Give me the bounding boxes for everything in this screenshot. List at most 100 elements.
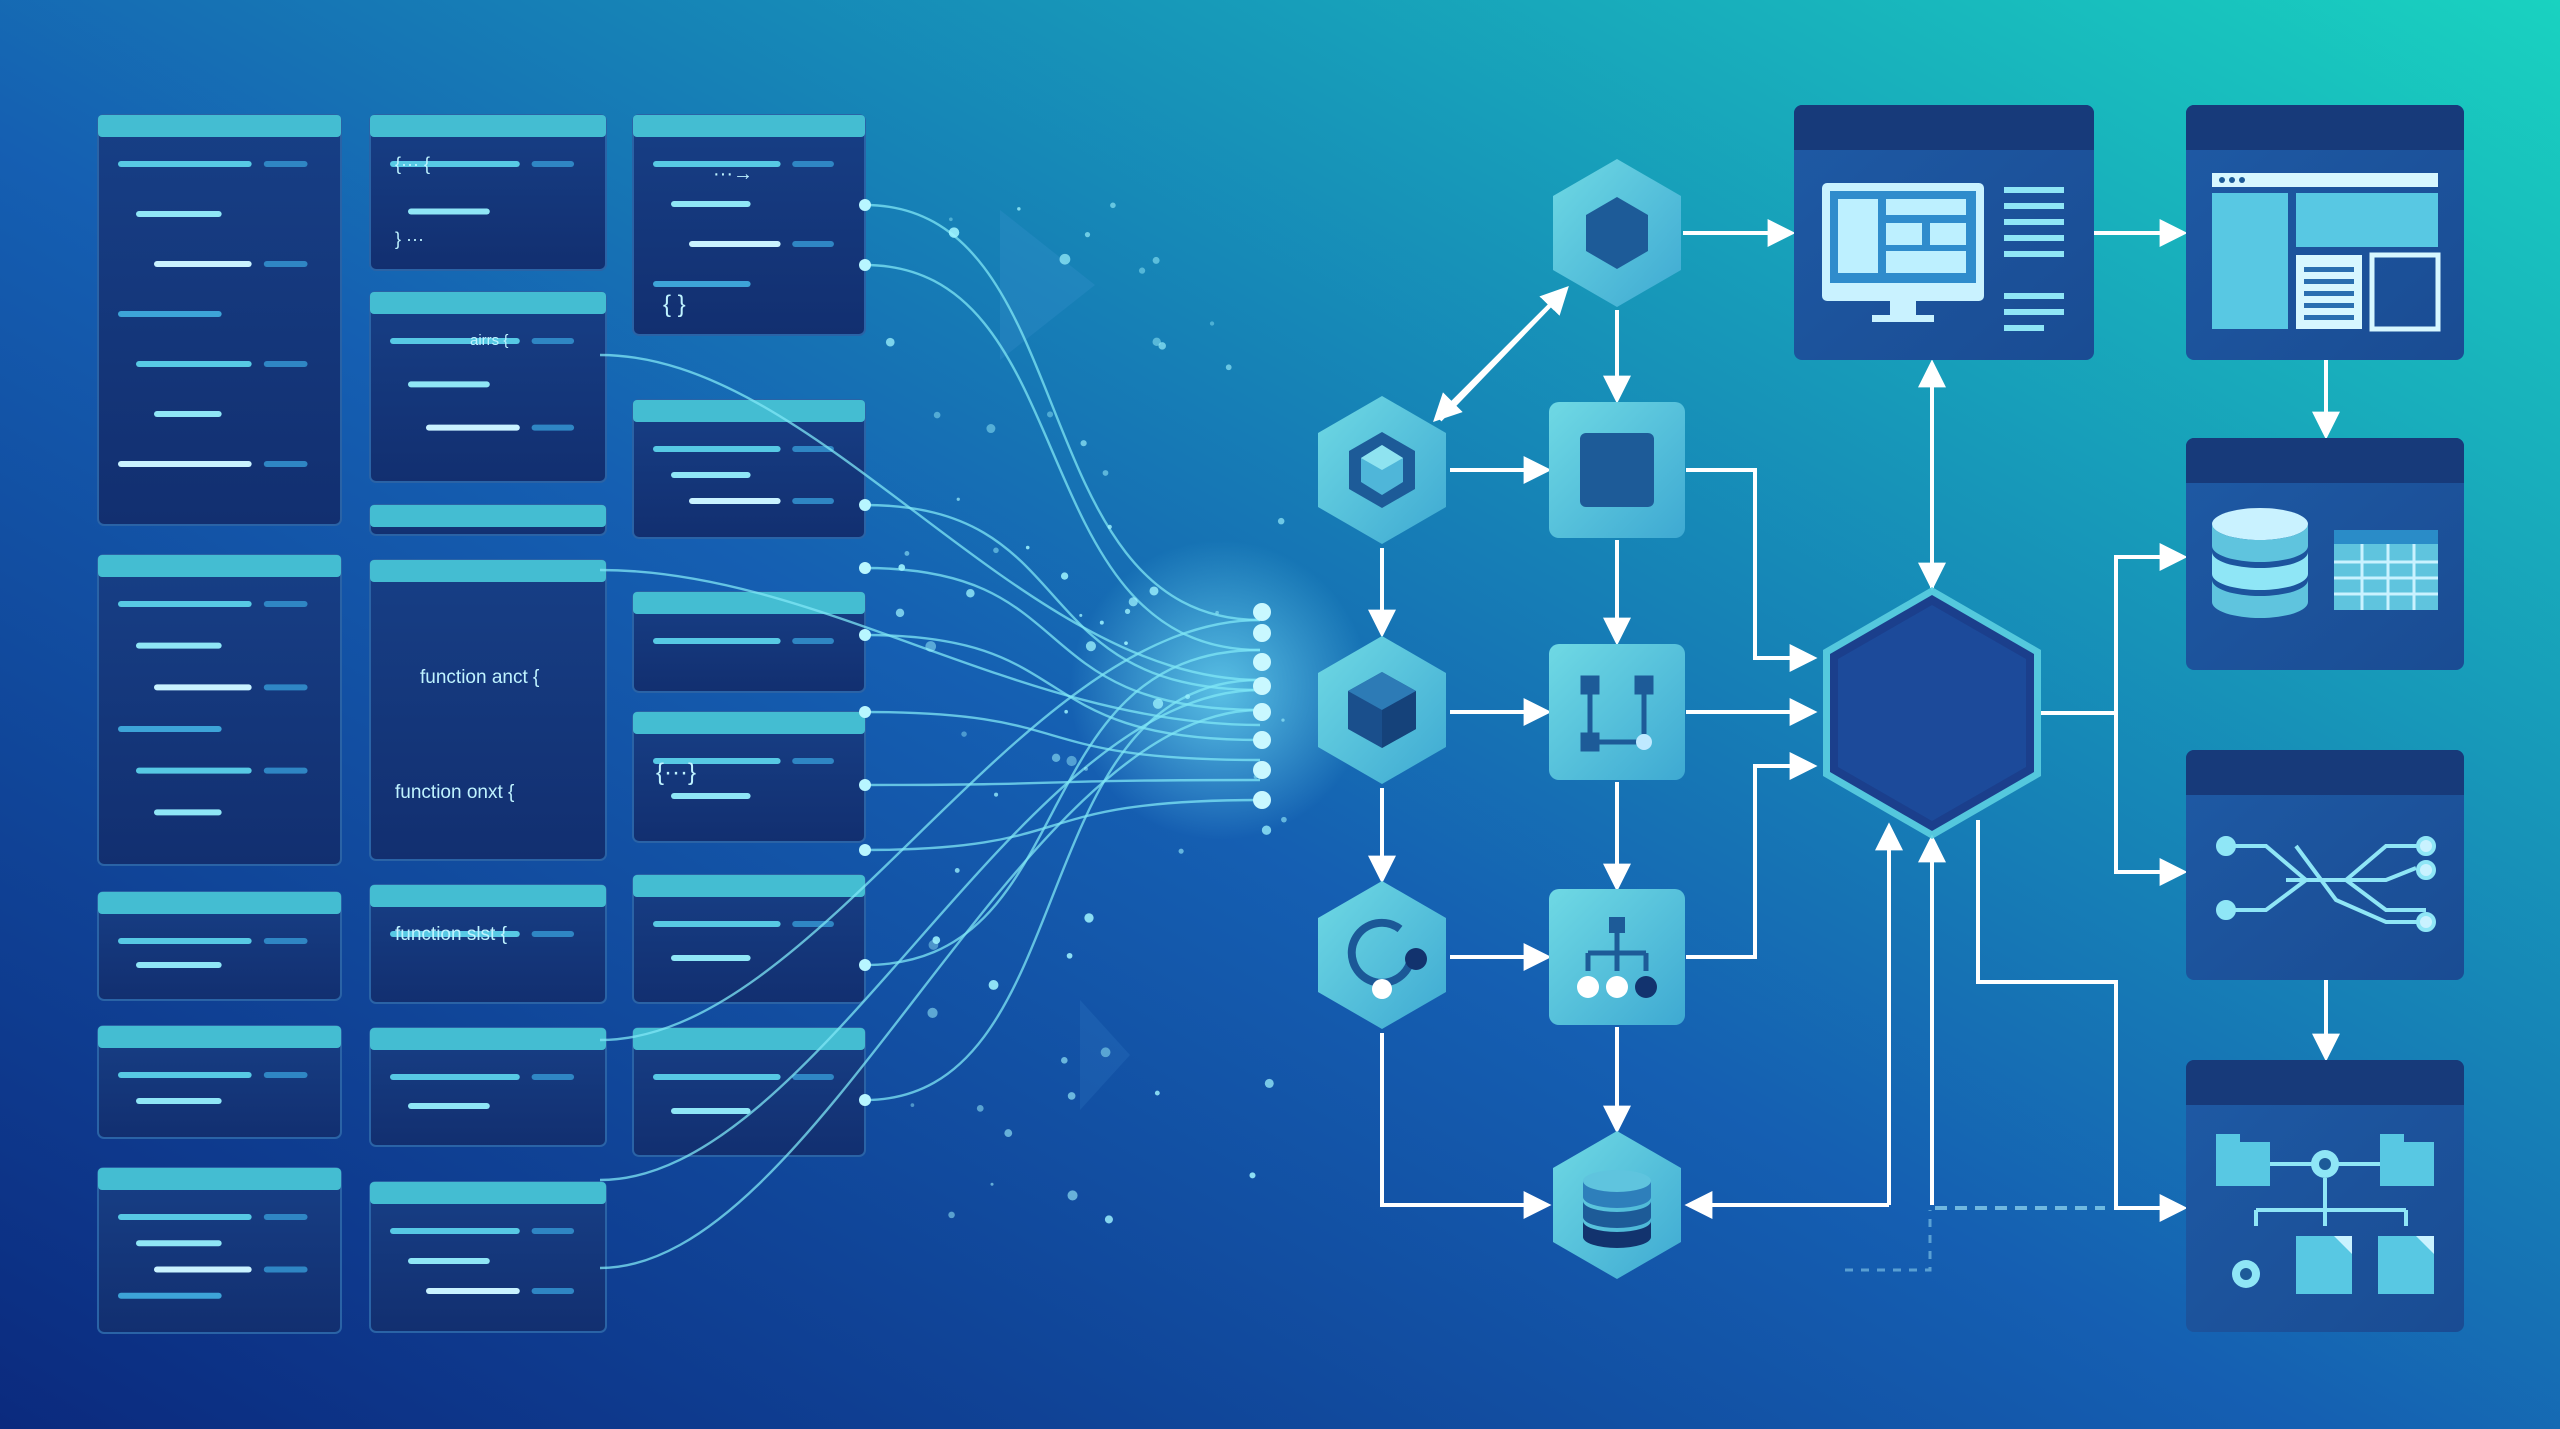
flow-end-dot <box>1253 677 1271 695</box>
code-line <box>792 638 834 644</box>
particle <box>904 551 910 556</box>
flow-start-dot <box>859 562 871 574</box>
code-line <box>671 955 751 961</box>
central-hub[interactable] <box>1823 587 2041 839</box>
flow-line <box>864 648 1261 967</box>
flow-line <box>864 633 1261 742</box>
flow-end-dot <box>1253 791 1271 809</box>
code-line <box>154 684 252 691</box>
flow-start-dot <box>859 779 871 791</box>
hex-refresh[interactable] <box>1318 881 1446 1029</box>
flow-line <box>864 798 1261 852</box>
particle <box>1104 1215 1113 1224</box>
particle <box>961 731 967 737</box>
particle <box>1124 608 1131 615</box>
flow-start-dot <box>859 499 871 511</box>
edge-arrow <box>1380 1033 1552 1219</box>
code-line <box>671 793 751 799</box>
hierarchy-icon <box>1577 917 1657 998</box>
function-label: function onxt { <box>395 782 515 803</box>
flow-line <box>599 353 1261 682</box>
flow-start-dot <box>859 959 871 971</box>
glow-spot <box>1070 540 1370 840</box>
square-tree[interactable] <box>1549 889 1685 1025</box>
particle <box>895 608 905 618</box>
code-line <box>408 208 490 215</box>
code-card <box>632 399 866 539</box>
database-node[interactable] <box>1553 1131 1681 1279</box>
code-line <box>531 338 575 344</box>
flow-line <box>864 678 1261 1102</box>
code-card <box>97 114 342 526</box>
particle <box>1264 1078 1274 1088</box>
flow-end-dot <box>1253 653 1271 671</box>
particle <box>1084 766 1088 771</box>
code-line <box>118 311 222 317</box>
square-icon <box>1580 433 1654 507</box>
particle <box>1100 1047 1111 1058</box>
flow-start-dot <box>859 259 871 271</box>
routing-panel[interactable] <box>2186 750 2464 980</box>
square-flow[interactable] <box>1549 644 1685 780</box>
particle <box>925 641 937 652</box>
flow-line <box>864 203 1261 622</box>
code-card <box>369 291 607 483</box>
particle <box>1051 753 1061 763</box>
code-line <box>154 1266 252 1273</box>
flow-start-dot <box>859 706 871 718</box>
particle <box>1060 572 1069 580</box>
hex-middle[interactable] <box>1318 636 1446 784</box>
flow-line <box>599 688 1261 1182</box>
monitor-icon <box>1822 183 1984 322</box>
flow-end-dot <box>1253 761 1271 779</box>
monitor-panel[interactable] <box>1794 105 2094 360</box>
code-card <box>632 711 866 843</box>
flow-end-dot <box>1253 731 1271 749</box>
particle <box>1152 698 1164 709</box>
particle <box>885 337 895 347</box>
code-line <box>154 261 252 267</box>
particle <box>966 588 975 598</box>
particle <box>1152 256 1160 264</box>
code-line <box>263 461 308 467</box>
code-line <box>390 161 520 167</box>
code-line <box>118 461 252 467</box>
code-line <box>118 1214 252 1220</box>
database-panel[interactable] <box>2186 438 2464 670</box>
code-line <box>118 938 252 944</box>
particle <box>1261 825 1272 835</box>
particle <box>1277 517 1285 525</box>
particle <box>1017 207 1021 211</box>
particle <box>948 227 960 238</box>
particle <box>932 936 941 944</box>
particle <box>948 1211 955 1219</box>
file-tree-panel[interactable] <box>2186 1060 2464 1332</box>
particle <box>910 1103 915 1107</box>
code-line <box>653 1074 781 1080</box>
particle <box>1281 718 1285 722</box>
hex-top[interactable] <box>1553 159 1681 307</box>
code-line <box>426 424 520 431</box>
code-line <box>263 161 308 167</box>
code-card <box>632 874 866 1004</box>
flow-start-dot <box>859 1094 871 1106</box>
particle <box>1067 1092 1076 1100</box>
hex-left[interactable] <box>1318 396 1446 544</box>
code-line <box>792 758 834 764</box>
code-card <box>369 559 607 861</box>
code-card <box>632 591 866 693</box>
code-line <box>408 381 490 388</box>
particle <box>1249 1172 1256 1179</box>
code-card <box>369 504 607 536</box>
browser-panel[interactable] <box>2186 105 2464 360</box>
code-line <box>118 1072 252 1078</box>
particle <box>1253 775 1258 779</box>
particle <box>1215 610 1219 615</box>
code-line <box>408 1103 490 1109</box>
square-top[interactable] <box>1549 402 1685 538</box>
flow-end-dot <box>1253 703 1271 721</box>
code-card <box>632 114 866 336</box>
code-card <box>369 1181 607 1333</box>
hexagon-icon <box>1586 197 1648 269</box>
